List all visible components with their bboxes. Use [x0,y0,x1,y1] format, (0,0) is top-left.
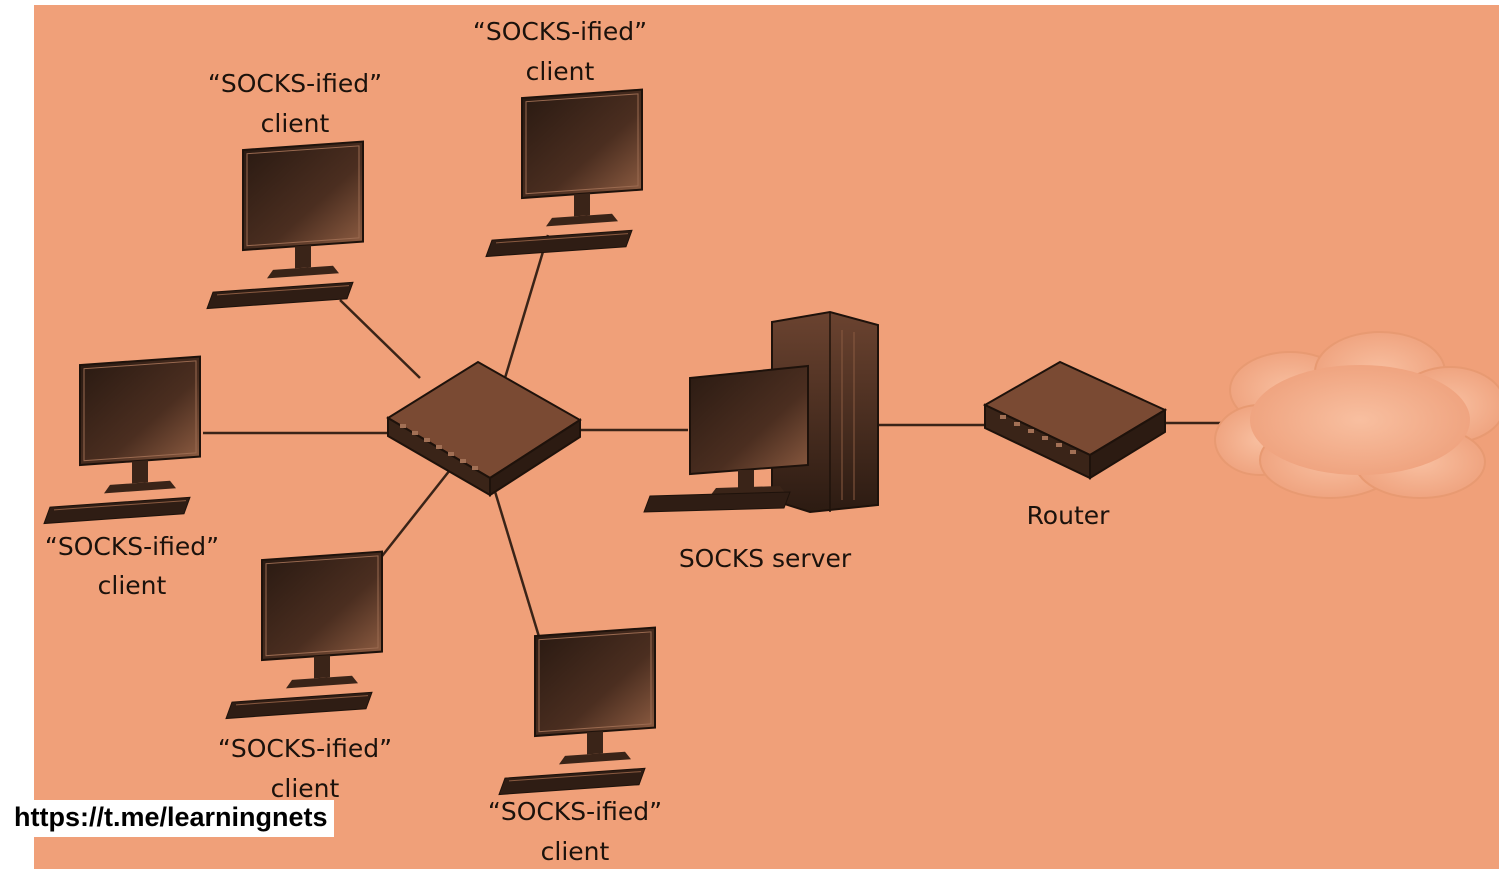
white-border-left [0,0,34,874]
client-top-center: “SOCKS-ified” client [473,17,647,258]
connection-lines [203,234,1222,641]
white-border-bottom [0,869,1499,874]
watermark-link[interactable]: https://t.me/learningnets [8,800,334,837]
server-label: SOCKS server [679,544,852,573]
client-left: “SOCKS-ified” client [42,355,219,600]
link-top-left-client [339,299,421,379]
client-label-line1: “SOCKS-ified” [208,69,382,98]
client-label-line1: “SOCKS-ified” [218,734,392,763]
client-top-left: “SOCKS-ified” client [205,69,382,310]
link-top-center-client [503,234,550,379]
client-label-line1: “SOCKS-ified” [473,17,647,46]
client-label-line2: client [541,837,610,866]
router-icon [982,360,1168,480]
cloud-icon [1214,331,1499,499]
link-bottom-right-client [488,474,542,641]
client-label-line1: “SOCKS-ified” [45,532,219,561]
server-monitor-icon [643,364,809,513]
client-label-line1: “SOCKS-ified” [488,797,662,826]
client-label-line2: client [261,109,330,138]
link-bottom-left-client [374,469,451,566]
client-bottom-left: “SOCKS-ified” client [218,550,392,803]
client-bottom-right: “SOCKS-ified” client [488,626,662,866]
white-border-top [0,0,1499,5]
hub-icon [386,360,582,497]
client-label-line2: client [526,57,595,86]
client-label-line2: client [271,774,340,803]
client-label-line2: client [98,571,167,600]
router-label: Router [1027,501,1111,530]
